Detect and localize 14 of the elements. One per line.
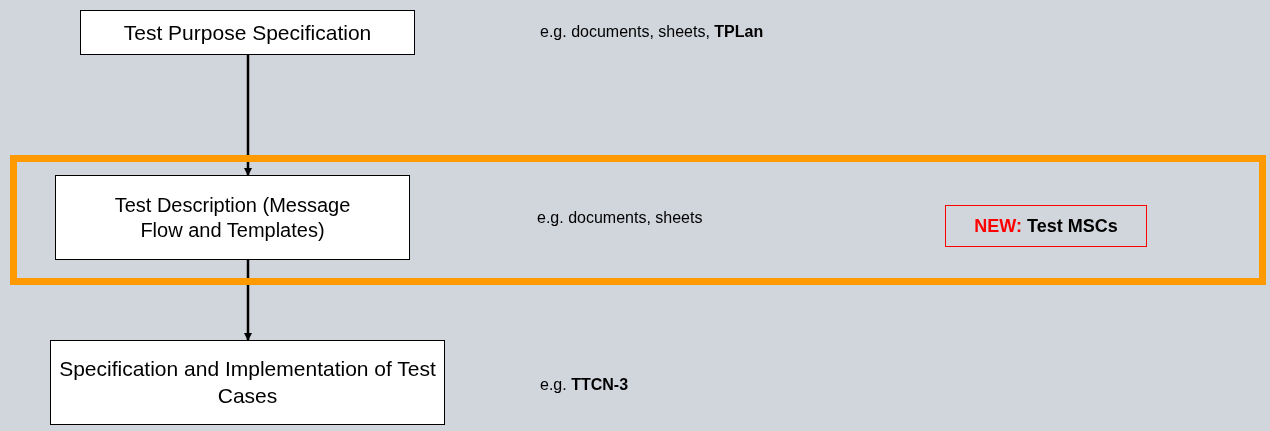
highlight-box bbox=[945, 205, 1147, 247]
example-note: e.g. documents, sheets bbox=[537, 208, 703, 228]
process-box bbox=[80, 10, 415, 55]
arrow bbox=[244, 55, 252, 176]
box-text: Specification and Implementation of Test Cases bbox=[58, 356, 437, 409]
box-text: NEW: Test MSCs bbox=[974, 214, 1118, 238]
process-box bbox=[50, 340, 445, 425]
process-box bbox=[55, 175, 410, 260]
highlight-band bbox=[10, 155, 1266, 285]
example-note: e.g. TTCN-3 bbox=[540, 375, 629, 395]
box-text: Test Description (Message Flow and Templates) bbox=[113, 192, 352, 243]
example-note: e.g. documents, sheets, TPLan bbox=[540, 22, 764, 42]
arrow bbox=[244, 260, 252, 341]
box-text: Test Purpose Specification bbox=[123, 19, 372, 46]
